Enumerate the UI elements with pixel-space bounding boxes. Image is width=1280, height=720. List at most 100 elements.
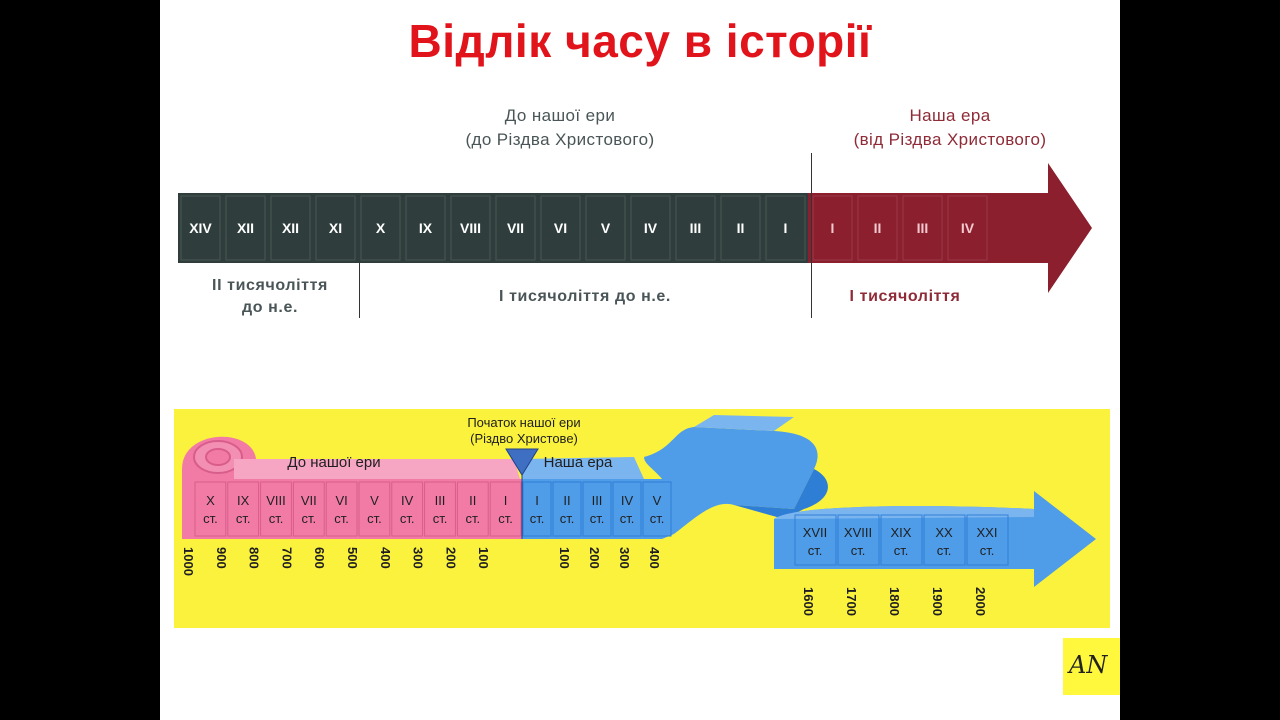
ce-century-cell	[582, 481, 612, 537]
ce-century-numeral: XXI	[977, 525, 998, 540]
bce-year-label: 900	[214, 547, 229, 569]
ce-century-cell	[923, 514, 966, 566]
bce-century-numeral: IV	[401, 493, 414, 508]
logo-text: AN	[1069, 651, 1108, 679]
bce-century-cell	[489, 481, 522, 537]
bce-century-cell	[194, 481, 227, 537]
ce-year-label: 2000	[973, 587, 988, 616]
bce-century-label: XIV	[189, 220, 212, 236]
bce-century-label: IX	[419, 220, 433, 236]
ce-century-numeral: II	[563, 493, 570, 508]
ce-century-numeral: XIX	[891, 525, 912, 540]
bce-century-label: I	[784, 220, 788, 236]
bce-century-cell	[765, 195, 806, 261]
bce-century-suffix: ст.	[334, 511, 349, 526]
bce-year-label: 400	[378, 547, 393, 569]
ce-century-suffix: ст.	[980, 543, 995, 558]
millennium-2-bce-label: ІІ тисячоліття до н.е.	[190, 275, 350, 319]
slide: Відлік часу в історії До нашої ери (до Р…	[160, 0, 1120, 720]
ce-year-label: 1600	[801, 587, 816, 616]
ce-ribbon-wave	[644, 427, 818, 539]
ce-year-label: 200	[587, 547, 602, 569]
millennium-1-bce-label: І тисячоліття до н.е.	[499, 288, 671, 305]
bce-century-cell	[225, 195, 266, 261]
ce-century-numeral: V	[653, 493, 662, 508]
ce-ribbon-fold	[694, 415, 794, 431]
bce-band	[178, 193, 808, 263]
bce-band-top	[234, 459, 520, 479]
ce-century-suffix: ст.	[851, 543, 866, 558]
ce-century-cell	[812, 195, 853, 261]
bce-century-label: X	[376, 220, 386, 236]
bce-year-label: 700	[279, 547, 294, 569]
ce-year-label: 1700	[844, 587, 859, 616]
ce-year-label: 100	[557, 547, 572, 569]
bce-century-numeral: II	[469, 493, 476, 508]
bce-century-cell	[358, 481, 391, 537]
bce-century-cell	[180, 195, 221, 261]
ce-century-cell	[794, 514, 837, 566]
era-divider-line	[811, 153, 812, 318]
bottom-timeline-scroll: Xст.IXст.VIIIст.VIIст.VIст.Vст.IVст.IIIс…	[174, 409, 1110, 628]
bce-century-suffix: ст.	[465, 511, 480, 526]
bce-century-suffix: ст.	[400, 511, 415, 526]
bce-century-suffix: ст.	[301, 511, 316, 526]
ce-century-cell	[642, 481, 672, 537]
bce-century-label: XII	[282, 220, 299, 236]
ce-band-early	[522, 479, 662, 539]
ce-century-cell	[902, 195, 943, 261]
bce-century-cell	[260, 481, 292, 537]
bce-century-suffix: ст.	[203, 511, 218, 526]
bce-century-cell	[720, 195, 761, 261]
bce-century-cell	[360, 195, 401, 261]
ce-century-cell	[552, 481, 582, 537]
bce-century-suffix: ст.	[367, 511, 382, 526]
bce-year-label: 500	[345, 547, 360, 569]
ce-century-cell	[966, 514, 1009, 566]
ce-ribbon-shade	[734, 469, 828, 519]
ce-band-top	[522, 457, 644, 479]
era-start-marker	[505, 448, 539, 476]
bce-century-cell	[450, 195, 491, 261]
ce-century-label: II	[874, 220, 882, 236]
bce-century-cell	[391, 481, 424, 537]
ce-year-label: 400	[647, 547, 662, 569]
bce-century-label: V	[601, 220, 611, 236]
ce-century-suffix: ст.	[620, 511, 635, 526]
bce-century-numeral: VII	[301, 493, 317, 508]
ce-century-cell	[522, 481, 552, 537]
ce-century-numeral: III	[592, 493, 603, 508]
start-marker-subtitle: (Різдво Христове)	[470, 431, 578, 446]
ce-year-label: 1900	[930, 587, 945, 616]
bce-year-label: 200	[443, 547, 458, 569]
bce-century-numeral: VIII	[266, 493, 286, 508]
bce-century-label: VI	[554, 220, 567, 236]
bce-century-label: III	[690, 220, 702, 236]
bce-era-subtitle: (до Різдва Христового)	[465, 130, 655, 149]
ce-scroll-label: Наша ера	[544, 454, 613, 471]
bce-century-cell	[227, 481, 260, 537]
bce-year-label: 800	[247, 547, 262, 569]
ce-century-suffix: ст.	[530, 511, 545, 526]
ce-century-numeral: IV	[621, 493, 634, 508]
millennium-2-bce-line2: до н.е.	[241, 299, 299, 316]
bce-century-suffix: ст.	[433, 511, 448, 526]
bce-year-label: 300	[411, 547, 426, 569]
bce-era-header: До нашої ери (до Різдва Христового)	[400, 104, 720, 152]
ce-century-suffix: ст.	[894, 543, 909, 558]
bce-century-suffix: ст.	[236, 511, 251, 526]
start-marker-title: Початок нашої ери	[467, 415, 580, 430]
bce-century-cell	[456, 481, 489, 537]
bce-century-label: VII	[507, 220, 524, 236]
millennium-1-ce-label: І тисячоліття	[849, 288, 961, 305]
bce-century-cell	[325, 481, 358, 537]
bce-century-cell	[270, 195, 311, 261]
bce-century-label: IV	[644, 220, 658, 236]
ce-year-label: 300	[617, 547, 632, 569]
scroll-curl-inner	[205, 448, 231, 466]
bce-century-label: II	[737, 220, 745, 236]
bce-century-cell	[495, 195, 536, 261]
bce-century-cell	[292, 481, 325, 537]
